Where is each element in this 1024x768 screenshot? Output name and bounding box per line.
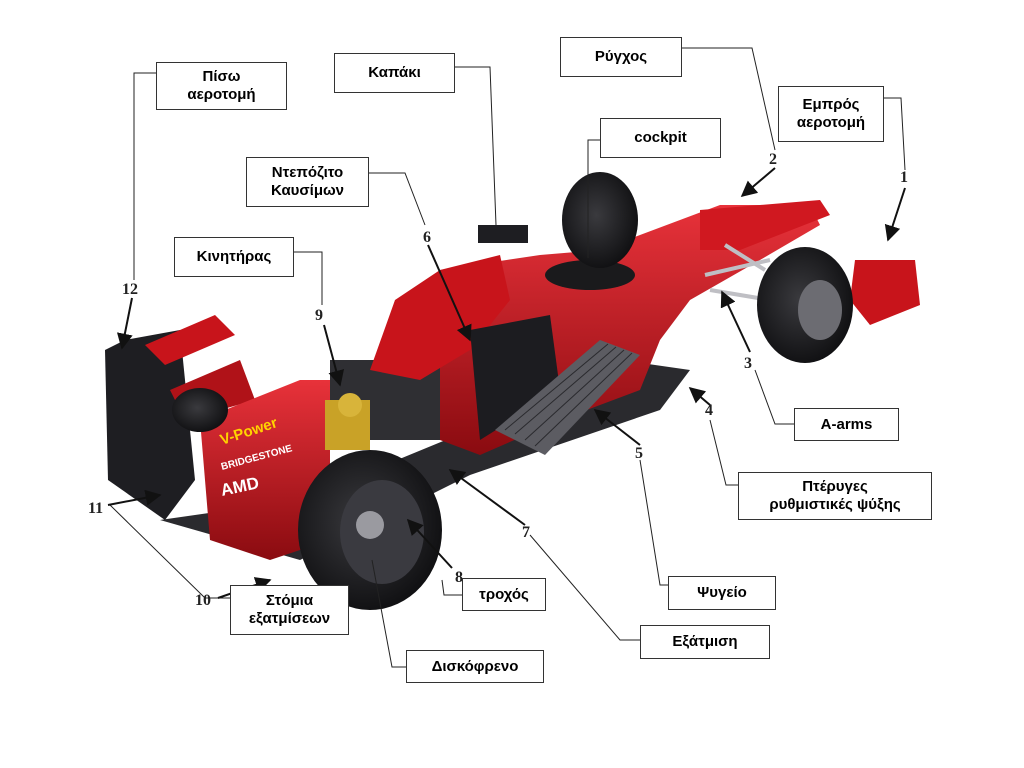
- fuel-tank-panel: [470, 315, 560, 440]
- cockpit-opening: [545, 260, 635, 290]
- rear-right-tyre: [298, 450, 442, 610]
- callout-numbers: 1 2 3 4 5 6 7 8 9 10 11 12: [88, 151, 908, 609]
- front-left-tyre: [562, 172, 638, 268]
- label-front-wing: Εμπρός αεροτομή: [778, 86, 884, 142]
- label-exhaust-outlets: Στόμια εξατμίσεων: [230, 585, 349, 635]
- engine-cover: [200, 380, 330, 560]
- rear-left-tyre: [172, 388, 228, 432]
- label-cooling-wings: Πτέρυγες ρυθμιστικές ψύξης: [738, 472, 932, 520]
- nose-cone: [700, 200, 830, 250]
- arrow-8: [406, 518, 453, 569]
- arrow-4: [688, 386, 711, 406]
- number-12: 12: [122, 281, 138, 298]
- number-9: 9: [315, 307, 323, 324]
- label-a-arms: A-arms: [794, 408, 899, 441]
- arrow-9: [323, 324, 345, 387]
- pointer-arrows: [107, 167, 906, 599]
- label-cockpit: cockpit: [600, 118, 721, 158]
- number-11: 11: [88, 500, 103, 517]
- number-2: 2: [769, 151, 777, 168]
- label-exhaust: Εξάτμιση: [640, 625, 770, 659]
- rear-wing-upper: [145, 315, 235, 365]
- arrow-7: [448, 469, 526, 526]
- number-5: 5: [635, 445, 643, 462]
- label-engine-cover: Καπάκι: [334, 53, 455, 93]
- number-3: 3: [744, 355, 752, 372]
- arrow-5: [593, 409, 641, 446]
- leader-lines: [109, 47, 906, 668]
- front-right-tyre: [757, 247, 853, 363]
- label-wheel: τροχός: [462, 578, 546, 611]
- arrow-3: [720, 290, 751, 353]
- cockpit-cover: [478, 225, 528, 243]
- number-4: 4: [705, 402, 713, 419]
- label-fuel-tank: Ντεπόζιτο Καυσίμων: [246, 157, 369, 207]
- arrow-2: [740, 167, 776, 198]
- car-illustration: V-Power BRIDGESTONE AMD: [105, 172, 920, 610]
- airbox: [370, 255, 510, 380]
- number-7: 7: [522, 524, 530, 541]
- engine-cap: [338, 393, 362, 417]
- number-1: 1: [900, 169, 908, 186]
- label-radiator: Ψυγείο: [668, 576, 776, 610]
- arrow-12: [116, 297, 133, 350]
- front-wing: [850, 260, 920, 325]
- label-nose: Ρύγχος: [560, 37, 682, 77]
- rear-wing-endplate: [105, 330, 195, 520]
- label-engine: Κινητήρας: [174, 237, 294, 277]
- number-10: 10: [195, 592, 211, 609]
- arrow-11: [107, 489, 162, 506]
- label-disc-brake: Δισκόφρενο: [406, 650, 544, 683]
- arrow-6: [427, 244, 472, 342]
- number-6: 6: [423, 229, 431, 246]
- radiator-lines: [504, 343, 633, 447]
- number-8: 8: [455, 569, 463, 586]
- label-rear-wing: Πίσω αεροτομή: [156, 62, 287, 110]
- arrow-1: [884, 187, 906, 242]
